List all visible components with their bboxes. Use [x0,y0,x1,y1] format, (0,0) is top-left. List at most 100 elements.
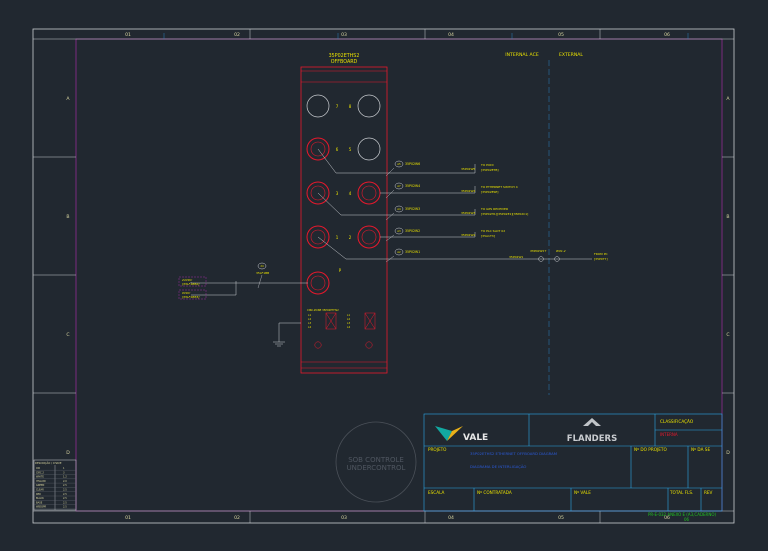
vale-logo: VALE [435,426,488,443]
ext-tag-2: W01.2 [556,249,566,253]
cable-bubbles [257,160,404,270]
power-in1-a: 24VDC [182,278,193,282]
connector-5[interactable] [357,137,381,161]
tb-desc-2: DIAGRAMA DE INTERLIGAÇÃO [470,464,526,469]
dest-desc-4a: TO PLC SLOT 02 [480,229,505,233]
tb-no-se: Nº DA SE [691,447,710,452]
connector-7[interactable] [306,94,330,118]
conn-num-1: 1 [336,235,339,240]
column-ticks [249,29,601,523]
left-table-cell-value: 2.5 [63,493,67,496]
row-left-b: B [66,214,69,220]
tb-escala: ESCALA [428,490,445,495]
power-bubble: 24 [260,264,264,268]
conn-num-4: 4 [349,191,352,196]
bubble-leaders [257,167,395,289]
status-row-4b: L4 [347,325,350,329]
status-leds [314,312,376,349]
row-left-d: D [66,450,70,456]
left-table-cell-value: 2.5 [63,489,67,492]
outer-frame [32,28,735,524]
zone-external-label: EXTERNAL [559,52,583,58]
bubble-4: A3 [397,229,401,233]
row-left-c: C [66,332,69,338]
connector-1[interactable] [306,225,330,249]
left-table-cell-value: 2.0 [63,480,67,483]
status-row-2: L2 [308,317,311,321]
bubble-3: A4 [397,207,401,211]
dest-tag-2: 35P02W4 [461,189,475,193]
ext-connector [538,256,560,262]
flanders-logo: FLANDERS [567,418,617,444]
status-row-3b: L3 [347,321,350,325]
left-table-cell-name: GREEN [36,484,45,487]
col-bottom-3: 03 [341,515,347,521]
left-table-cell-value: 1 [63,467,65,470]
left-table-cell-name: WHITE [36,476,44,479]
left-table-cell-name: YELLOW [36,480,46,483]
title-block [423,413,723,512]
bubble-1: A5 [397,162,401,166]
watermark-line2: UNDERCONTROL [347,464,406,472]
dest-tag-1: 35P02W5 [461,167,475,171]
power-label: 35LF1BB [256,271,269,275]
cable-tag-2: 35P02W4 [405,184,420,188]
col-top-5: 05 [558,32,564,38]
connector-power[interactable] [306,271,330,295]
dest-tag-5: 35P02W1 [509,255,523,259]
left-table-cell-value: 3 [63,471,65,474]
tb-no-contratada: Nº CONTRATADA [477,490,512,495]
left-table-cell-name: WBSSPR [36,506,46,509]
connector-6[interactable] [306,137,330,161]
tb-classificacao-val: INTERNA [660,432,678,437]
watermark-stamp: SOB CONTROLE UNDERCONTROL [335,421,417,503]
col-top-3: 03 [341,32,347,38]
status-table-title: CIRC.ZONE 35P02ETHS2 [307,308,339,312]
status-row-3: L3 [308,321,311,325]
tb-sheet-ref: PR-E-032 ANEXO E (A3,CADERNO) [648,512,716,517]
row-right-c: C [726,332,729,338]
status-row-1: L1 [308,313,311,317]
row-right-d: D [726,450,730,456]
row-ticks [33,156,734,394]
cable-tag-3: 35P02W3 [405,207,420,211]
conn-num-8: 8 [349,104,352,109]
connector-3[interactable] [306,181,330,205]
tb-rev: REV [704,490,713,495]
power-input-frame [178,276,207,300]
device-body[interactable] [300,66,388,374]
left-table-cell-value: 2.5 [63,497,67,500]
wiring [190,148,592,347]
dest-desc-2b: [35P02ESE] [481,190,498,194]
status-row-4: L4 [308,325,311,329]
row-left-a: A [66,96,70,102]
col-top-6: 06 [664,32,670,38]
dest-tag-4: 35P02W2 [461,233,475,237]
dest-desc-4b: [35A1T3] [481,234,495,238]
left-table-cell-value: 2.5 [63,506,67,509]
power-in2-a: 0VDC [182,291,191,295]
conn-num-p: P [339,268,342,273]
bubble-2: A7 [397,184,401,188]
col-bottom-2: 02 [234,515,240,521]
tb-no-projeto: Nº DO PROJETO [634,447,667,452]
conn-num-3: 3 [336,191,339,196]
left-table-cell-value: 2.5 [63,501,67,504]
tb-total-fls: TOTAL FLS. [669,490,693,495]
connector-4[interactable] [357,181,381,205]
row-right-a: A [726,96,730,102]
connector-2[interactable] [357,225,381,249]
column-ticks-blue [163,33,689,39]
left-table-cell-name: CIRC.2 [36,471,44,474]
left-table-cell-name: CIR [36,467,40,470]
tb-projeto: PROJETO [428,447,447,452]
connector-8[interactable] [357,94,381,118]
bubble-5: A2 [397,250,401,254]
device-subtitle: OFFBOARD [331,59,358,65]
ext-tag: 35P02W1T [530,249,547,253]
col-bottom-4: 04 [448,515,454,521]
col-top-4: 04 [448,32,454,38]
conn-num-5: 5 [349,147,352,152]
dest-desc-5b: [35P0T7] [594,257,608,261]
